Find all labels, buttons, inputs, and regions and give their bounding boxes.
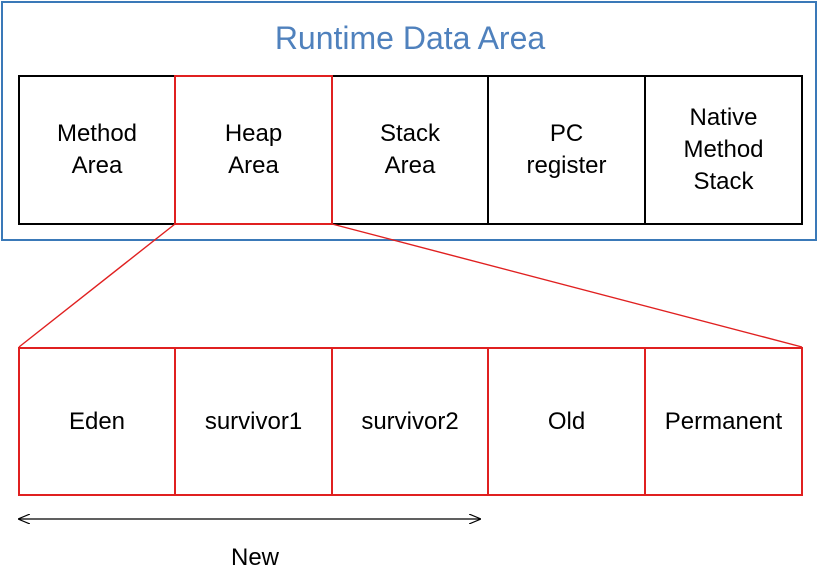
old-segment: Old <box>487 347 646 496</box>
stack-area-box: Stack Area <box>331 75 489 225</box>
zoom-line-right <box>331 223 803 348</box>
pc-register-box: PC register <box>487 75 646 225</box>
permanent-segment: Permanent <box>644 347 803 496</box>
survivor1-segment: survivor1 <box>174 347 333 496</box>
heap-area-box: Heap Area <box>174 75 333 225</box>
zoom-line-left <box>18 223 176 348</box>
survivor2-segment: survivor2 <box>331 347 489 496</box>
new-generation-label: New <box>230 544 279 571</box>
diagram-title: Runtime Data Area <box>274 20 546 56</box>
native-method-stack-box: Native Method Stack <box>644 75 803 225</box>
method-area-box: Method Area <box>18 75 176 225</box>
eden-segment: Eden <box>18 347 176 496</box>
